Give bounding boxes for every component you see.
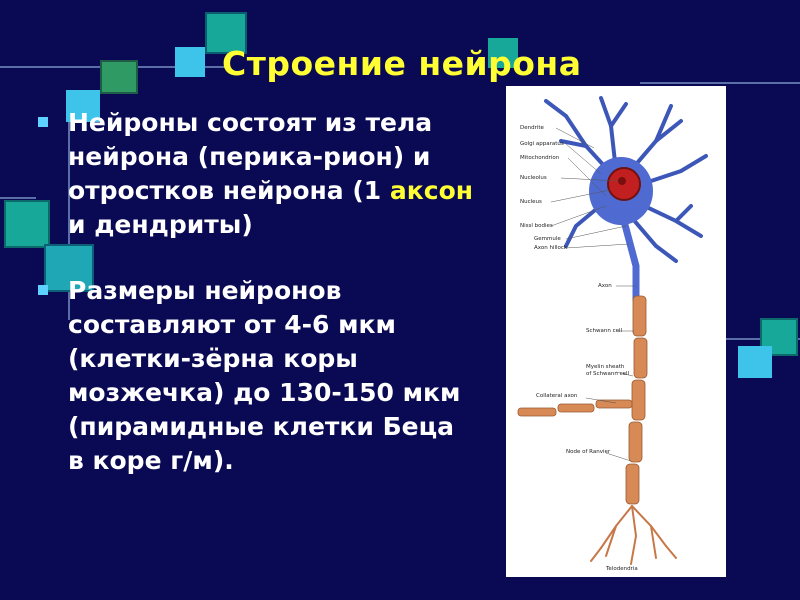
label-dendrite: Dendrite xyxy=(520,125,545,131)
bullet-list: Нейроны состоят из тела нейрона (перика-… xyxy=(38,106,478,478)
decor-square xyxy=(205,12,247,54)
decor-square xyxy=(44,244,94,292)
neuron-illustration: Dendrite Golgi apparatus Mitochondrion N… xyxy=(517,96,708,572)
decor-square xyxy=(4,200,50,248)
neuron-diagram: Dendrite Golgi apparatus Mitochondrion N… xyxy=(506,86,726,577)
label-schwann: Schwann cell xyxy=(586,328,623,334)
decor-square xyxy=(760,318,798,356)
decor-line-vertical-left xyxy=(68,90,70,320)
label-axon: Axon xyxy=(598,283,612,289)
decor-line-top-right xyxy=(640,82,800,84)
bullet-item-structure: Нейроны состоят из тела нейрона (перика-… xyxy=(38,106,478,242)
decor-square xyxy=(100,60,138,94)
page-title: Строение нейрона xyxy=(222,44,582,83)
label-ranvier: Node of Ranvier xyxy=(566,449,611,455)
label-nissl: Nissl bodies xyxy=(520,223,553,229)
decor-square xyxy=(488,38,518,68)
label-collateral: Collateral axon xyxy=(536,393,578,399)
bullet-square-icon xyxy=(38,285,48,295)
label-gemmule: Gemmule xyxy=(534,236,561,242)
label-telodendria: Telodendria xyxy=(605,566,638,572)
bullet-text: Размеры нейронов составляют от 4-6 мкм (… xyxy=(68,276,461,475)
decor-line-left-mid xyxy=(0,197,36,199)
decor-square xyxy=(66,90,100,122)
decor-square xyxy=(175,47,205,77)
bullet-item-sizes: Размеры нейронов составляют от 4-6 мкм (… xyxy=(38,274,478,478)
label-axon-hillock: Axon hillock xyxy=(534,245,568,251)
label-nucleus: Nucleus xyxy=(520,199,542,205)
highlight-axon: аксон xyxy=(389,176,474,205)
bullet-text: и дендриты) xyxy=(68,210,253,239)
label-nucleolus: Nucleolus xyxy=(520,175,547,181)
bullet-square-icon xyxy=(38,117,48,127)
bullet-text: Нейроны состоят из тела нейрона (перика-… xyxy=(68,108,433,205)
label-myelin: Myelin sheath xyxy=(586,364,625,370)
label-mitochondrion: Mitochondrion xyxy=(520,155,560,161)
decor-square xyxy=(738,346,772,378)
label-golgi: Golgi apparatus xyxy=(520,141,564,147)
label-myelin-schwann: of Schwann cell xyxy=(586,371,630,377)
